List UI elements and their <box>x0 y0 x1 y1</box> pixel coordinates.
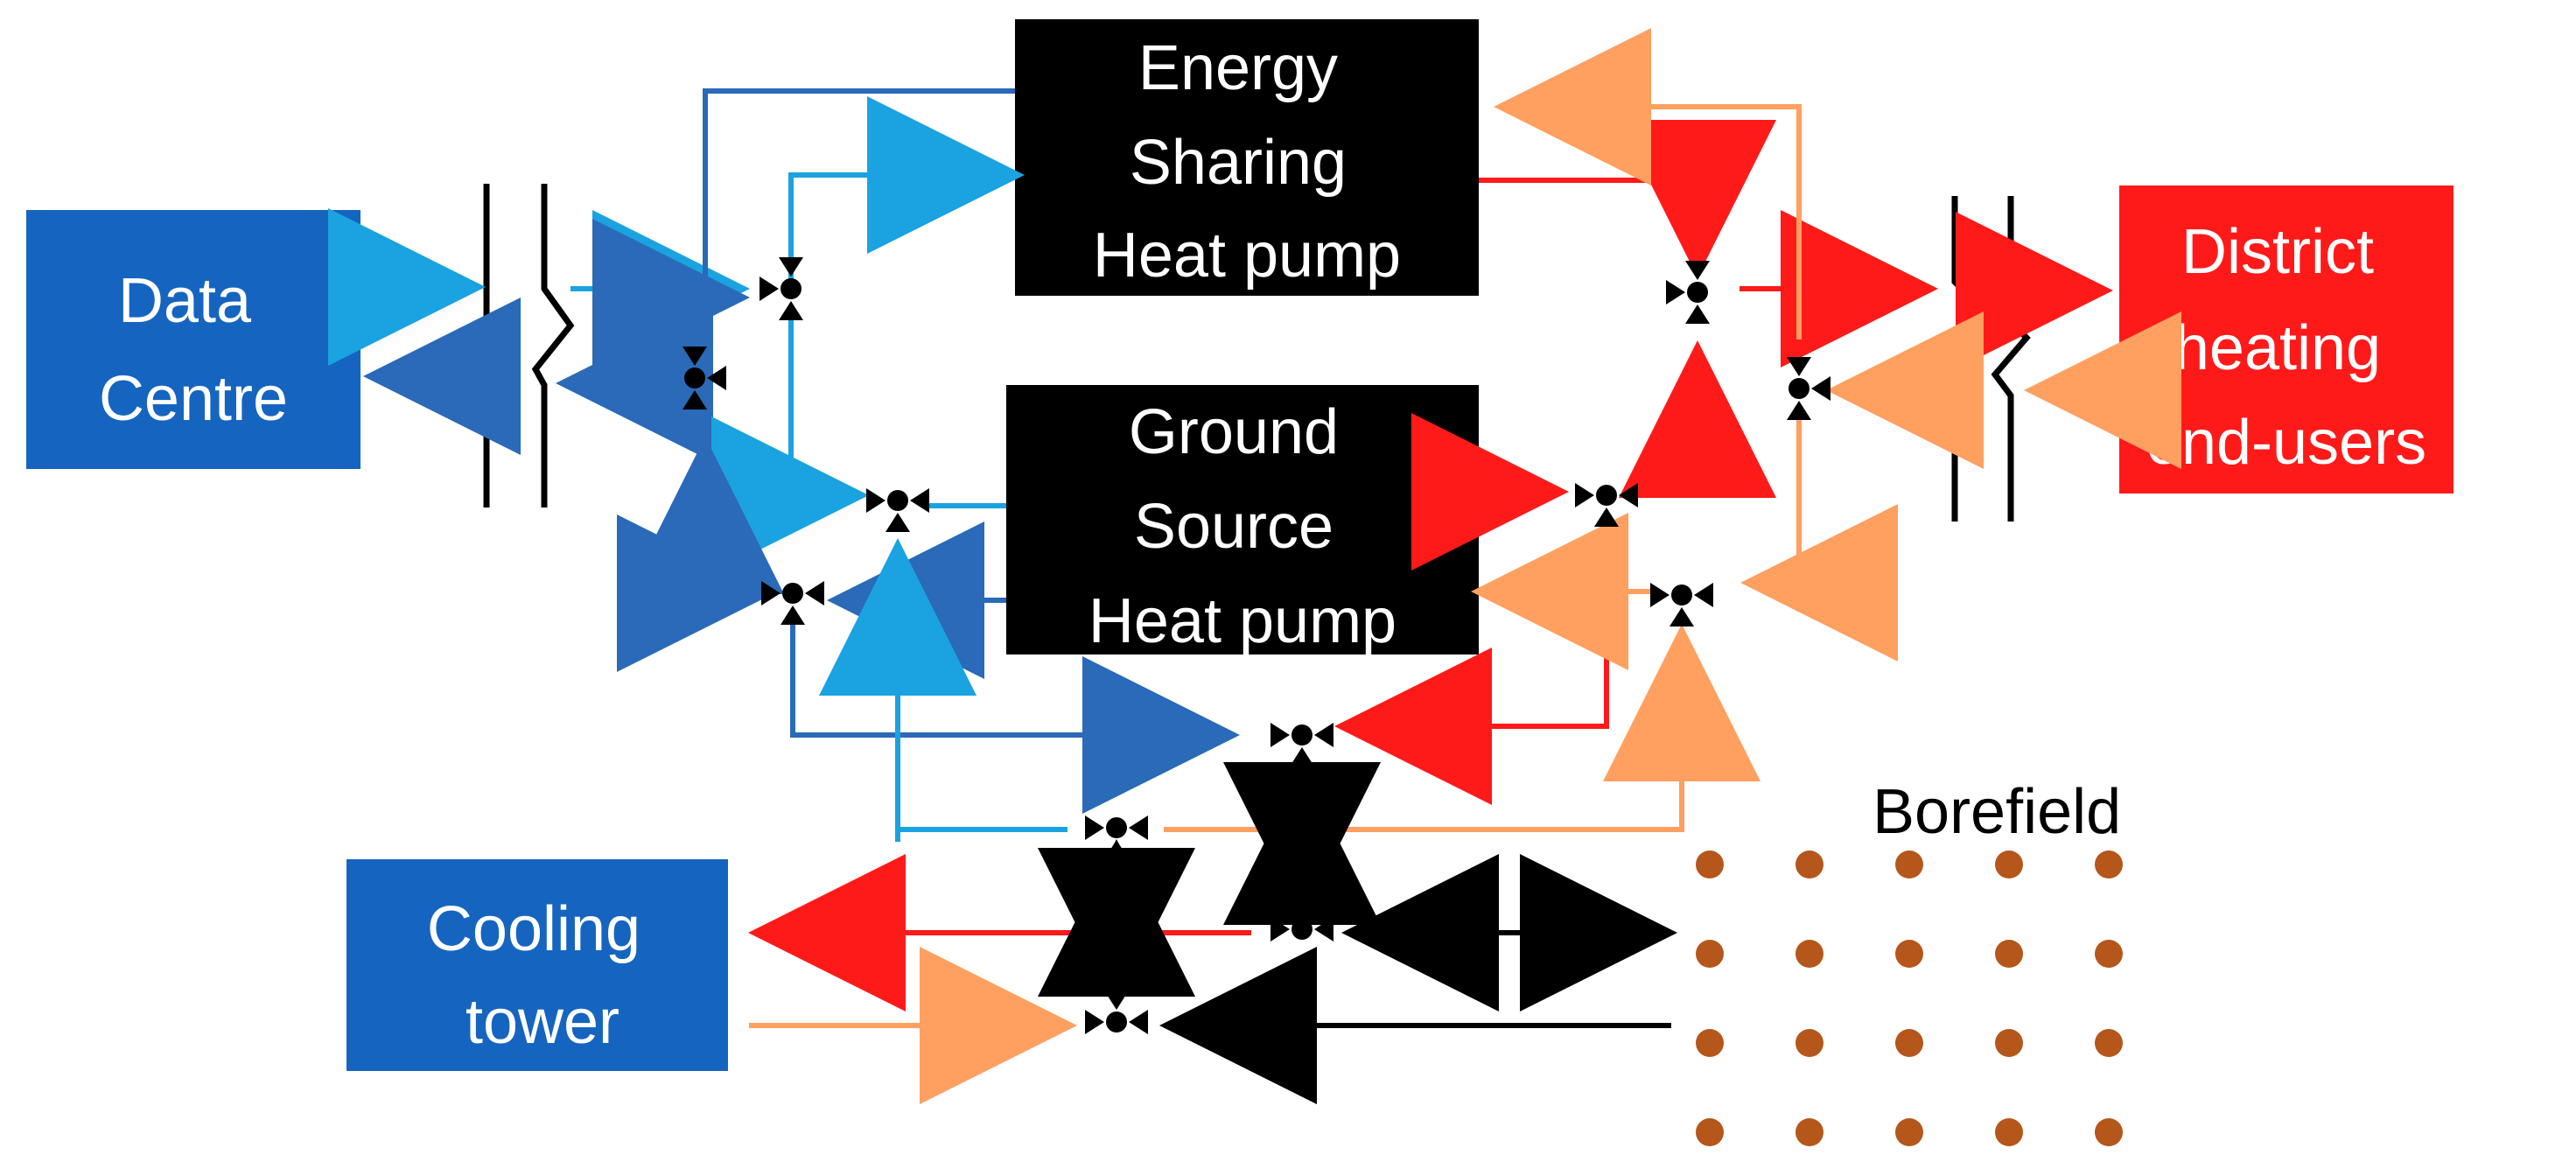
borefield-grid <box>1696 850 2123 1146</box>
heat-exchanger-right <box>1933 196 2031 522</box>
energy-sharing-heatpump-label: Energy Sharing Heat pump <box>1093 33 1401 290</box>
valve <box>866 488 929 532</box>
data-centre-node: Data Centre <box>26 210 360 469</box>
district-heating-node: District heating end-users <box>2119 186 2454 494</box>
borehole-dot <box>1895 850 1923 878</box>
borehole-dot <box>1995 850 2023 878</box>
valve <box>760 257 803 320</box>
cooling-tower-node: Cooling tower <box>346 859 728 1071</box>
borehole-dot <box>1796 940 1824 968</box>
pipe-lightblue-down <box>711 308 869 574</box>
valve <box>1666 261 1710 324</box>
borehole-dot <box>1696 1029 1724 1057</box>
valve <box>1085 990 1148 1034</box>
valve <box>1270 723 1334 766</box>
cooling-tower-box <box>346 859 728 1071</box>
valve <box>1270 898 1334 942</box>
cooling-tower-label: Cooling tower <box>427 894 658 1057</box>
pipe-orange-down <box>1740 420 1898 662</box>
borehole-dot <box>1995 940 2023 968</box>
pipe-eshp-return-blue <box>592 88 1015 376</box>
valve <box>761 581 824 625</box>
borehole-dot <box>1696 850 1724 878</box>
borehole-dot <box>1895 940 1923 968</box>
valve <box>1575 483 1638 527</box>
energy-sharing-heatpump-box <box>1015 19 1479 296</box>
borehole-dot <box>2095 1029 2123 1057</box>
pipe-eshp-supply-lightblue <box>788 96 1025 280</box>
data-centre-box <box>26 210 360 469</box>
borefield-label: Borefield <box>1872 777 2121 847</box>
valves <box>682 257 1830 1034</box>
valve <box>1787 357 1830 420</box>
valve <box>1085 816 1148 859</box>
borehole-dot <box>1696 1118 1724 1146</box>
borehole-dot <box>2095 1118 2123 1146</box>
pipe-eshp-red-out <box>1479 120 1776 277</box>
data-centre-label: Data Centre <box>99 266 288 434</box>
ground-source-heatpump-box <box>1006 385 1479 654</box>
heat-exchanger-left <box>459 184 575 508</box>
pipe-darkblue-down <box>790 616 1240 814</box>
energy-sharing-heatpump-node: Energy Sharing Heat pump <box>1015 19 1479 296</box>
borehole-dot <box>1995 1118 2023 1146</box>
pipe-orange-eshp-return <box>1494 28 1802 340</box>
borehole-dot <box>2095 850 2123 878</box>
ground-source-heatpump-label: Ground Source Heat pump <box>1088 397 1396 656</box>
valve <box>682 346 726 410</box>
borehole-dot <box>1796 850 1824 878</box>
pipes <box>328 28 2181 1104</box>
borehole-dot <box>1895 1029 1923 1057</box>
borehole-dot <box>1696 940 1724 968</box>
borehole-dot <box>2095 940 2123 968</box>
borehole-dot <box>1895 1118 1923 1146</box>
borehole-dot <box>1796 1029 1824 1057</box>
valve <box>1650 583 1713 626</box>
pipe-red-up <box>1619 340 1776 498</box>
borehole-dot <box>1796 1118 1824 1146</box>
district-heating-label: District heating end-users <box>2146 217 2426 478</box>
borehole-dot <box>1995 1029 2023 1057</box>
ground-source-heatpump-node: Ground Source Heat pump <box>1006 385 1479 656</box>
